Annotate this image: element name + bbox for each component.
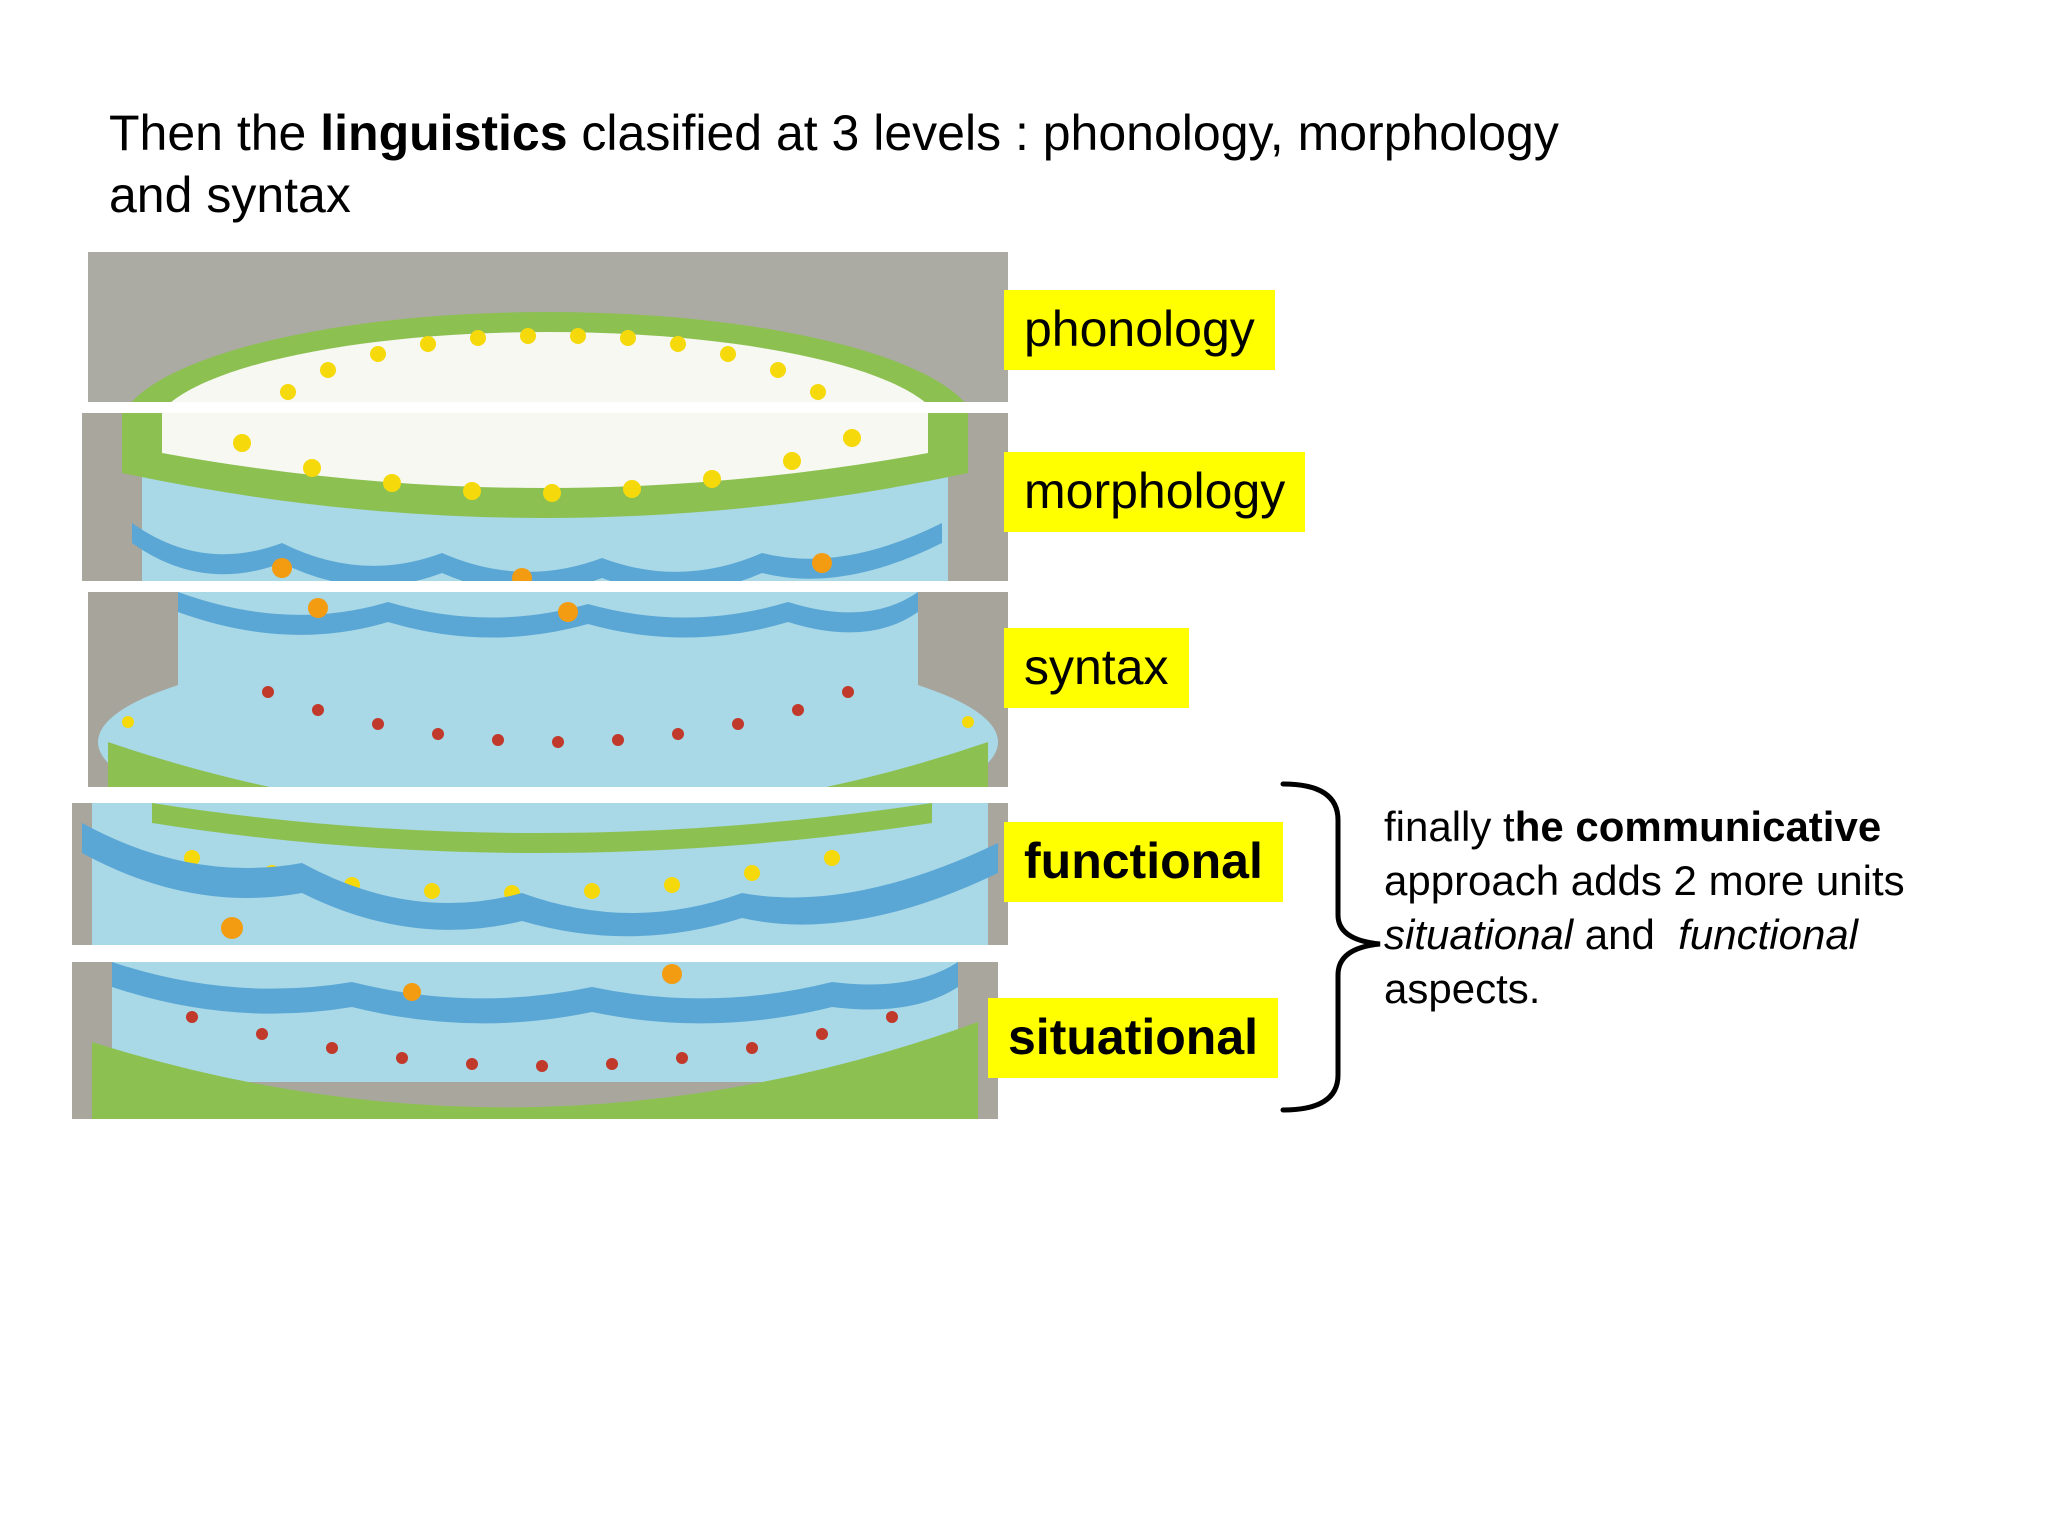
cake-slice-functional — [72, 803, 1008, 945]
note-italic-term: functional — [1678, 911, 1859, 958]
cake-slice-morphology — [82, 413, 1008, 581]
heading-line-2: and syntax — [109, 167, 351, 223]
cake-slice-syntax — [88, 592, 1008, 787]
note-italic-term: situational — [1384, 911, 1574, 958]
note-bold-term: he communicative — [1514, 803, 1882, 850]
heading-bold-term: linguistics — [320, 105, 568, 161]
curly-brace-icon — [1278, 780, 1388, 1120]
cake-slice-situational — [72, 962, 998, 1119]
heading-text: clasified at 3 levels : phonology, morph… — [567, 105, 1559, 161]
note-line-2: approach adds 2 more units — [1384, 857, 1905, 904]
slide-heading: Then the linguistics clasified at 3 leve… — [109, 102, 1729, 226]
communicative-note: finally the communicative approach adds … — [1384, 800, 1984, 1016]
label-morphology: morphology — [1004, 452, 1306, 532]
heading-line-1: Then the linguistics clasified at 3 leve… — [109, 102, 1729, 164]
note-text: and — [1573, 911, 1679, 958]
heading-text: Then the — [109, 105, 321, 161]
label-situational: situational — [988, 998, 1279, 1078]
note-line-4: aspects. — [1384, 965, 1541, 1012]
note-line-1: finally the communicative — [1384, 800, 1984, 854]
label-functional: functional — [1004, 822, 1283, 902]
note-text: finally t — [1384, 803, 1515, 850]
note-line-3: situational and functional — [1384, 908, 1984, 962]
cake-slice-phonology — [88, 252, 1008, 402]
label-phonology: phonology — [1004, 290, 1275, 370]
label-syntax: syntax — [1004, 628, 1189, 708]
